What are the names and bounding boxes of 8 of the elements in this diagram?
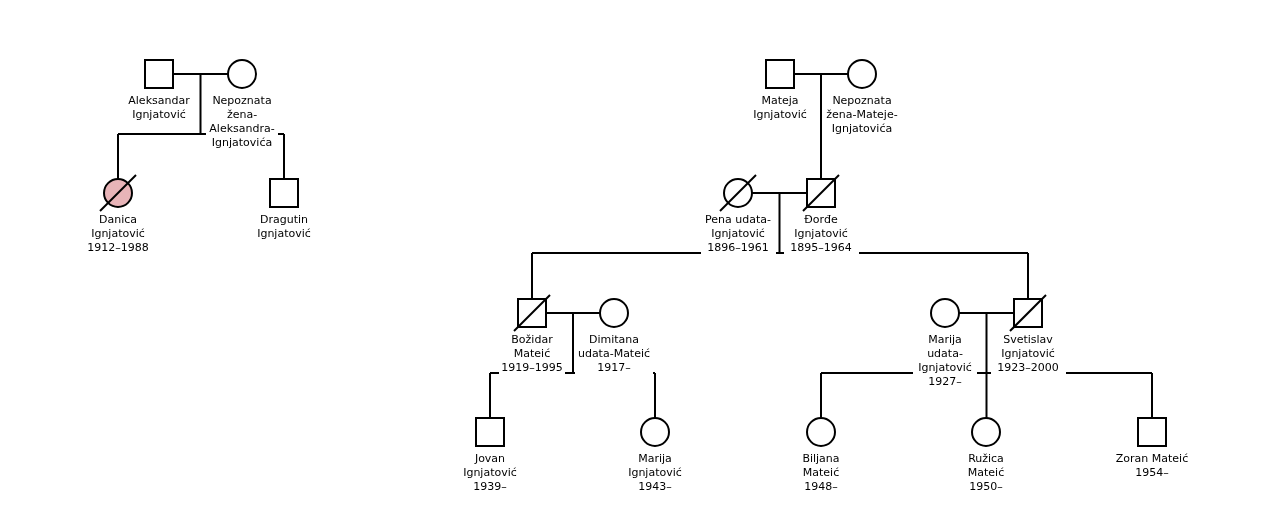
person-name: Nepoznata žena-Mateje-Ignjatovića: [823, 94, 901, 136]
person-name: Pena udata-Ignjatović 1896–1961: [700, 213, 776, 255]
person-name: Đorđe Ignjatović 1895–1964: [783, 213, 859, 255]
person-name: Božidar Mateić 1919–1995: [499, 333, 565, 375]
person-name: Svetislav Ignjatović 1923–2000: [990, 333, 1066, 375]
person-name: Nepoznata žena-Aleksandra-Ignjatovića: [206, 94, 278, 150]
person-name: Dimitana udata-Mateić 1917–: [575, 333, 653, 375]
descent-line: [820, 73, 822, 180]
